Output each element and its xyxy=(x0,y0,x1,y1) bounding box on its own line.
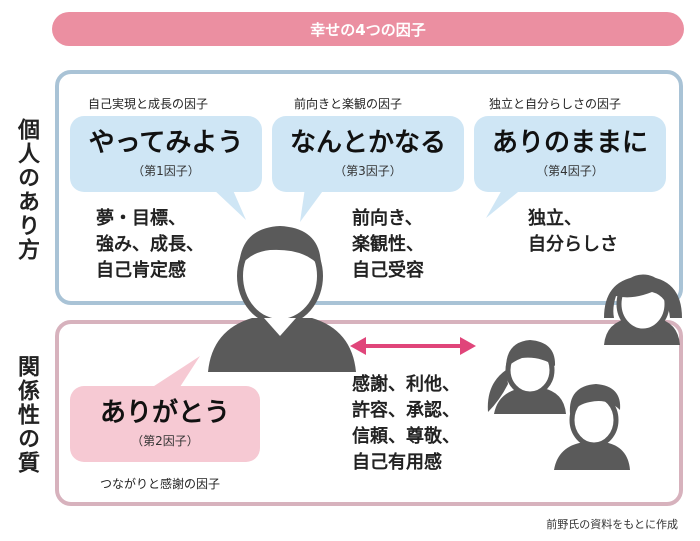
factor-number-2: （第2因子） xyxy=(131,433,199,448)
keyword-line: 強み、成長、 xyxy=(96,234,204,256)
person-icon xyxy=(604,274,682,345)
keywords-factor-4: 独立、 自分らしさ xyxy=(528,206,618,258)
keyword-line: 許容、承認、 xyxy=(352,400,460,422)
bubble-factor-3: なんとかなる （第3因子） xyxy=(272,116,464,192)
keyword-line: 自己肯定感 xyxy=(96,260,186,282)
factor-name-3: なんとかなる xyxy=(289,128,446,159)
factor-label-4: 独立と自分らしさの因子 xyxy=(489,97,622,111)
person-icon xyxy=(487,340,566,414)
keyword-line: 独立、 xyxy=(528,208,582,229)
bubble-factor-2: ありがとう （第2因子） xyxy=(70,386,260,462)
factor-name-4: ありのままに xyxy=(491,128,648,159)
keyword-line: 夢・目標、 xyxy=(96,208,186,229)
keyword-line: 信頼、尊敬、 xyxy=(352,426,460,448)
keyword-line: 前向き、 xyxy=(352,208,423,229)
double-arrow-icon xyxy=(350,337,476,355)
bubble-factor-4: ありのままに （第4因子） xyxy=(474,116,666,192)
factor-label-2: つながりと感謝の因子 xyxy=(100,477,221,491)
keyword-line: 楽観性、 xyxy=(352,234,424,256)
factor-name-2: ありがとう xyxy=(99,398,230,429)
keyword-line: 自分らしさ xyxy=(528,234,618,256)
factor-number-3: （第3因子） xyxy=(334,163,402,178)
side-label-relationship: 関係性の質 xyxy=(14,355,39,475)
factor-label-3: 前向きと楽観の因子 xyxy=(294,97,403,111)
factor-number-1: （第1因子） xyxy=(132,163,200,178)
bubble-factor-1: やってみよう （第1因子） xyxy=(70,116,262,192)
factor-label-1: 自己実現と成長の因子 xyxy=(88,97,209,111)
relationship-panel xyxy=(55,320,683,506)
source-credit: 前野氏の資料をもとに作成 xyxy=(546,518,678,531)
factor-name-1: やってみよう xyxy=(88,128,244,159)
keywords-factor-1: 夢・目標、 強み、成長、 自己肯定感 xyxy=(96,206,204,284)
keyword-line: 感謝、利他、 xyxy=(352,374,460,395)
diagram-title: 幸せの4つの因子 xyxy=(52,12,684,46)
person-icon xyxy=(554,384,630,470)
person-icon xyxy=(208,226,356,372)
individual-panel xyxy=(55,70,683,305)
factor-number-4: （第4因子） xyxy=(536,163,604,178)
keyword-line: 自己受容 xyxy=(352,260,424,282)
keywords-factor-3: 前向き、 楽観性、 自己受容 xyxy=(352,206,424,284)
side-label-individual: 個人のあり方 xyxy=(14,118,39,262)
keywords-factor-2: 感謝、利他、 許容、承認、 信頼、尊敬、 自己有用感 xyxy=(352,372,460,476)
keyword-line: 自己有用感 xyxy=(352,452,442,474)
